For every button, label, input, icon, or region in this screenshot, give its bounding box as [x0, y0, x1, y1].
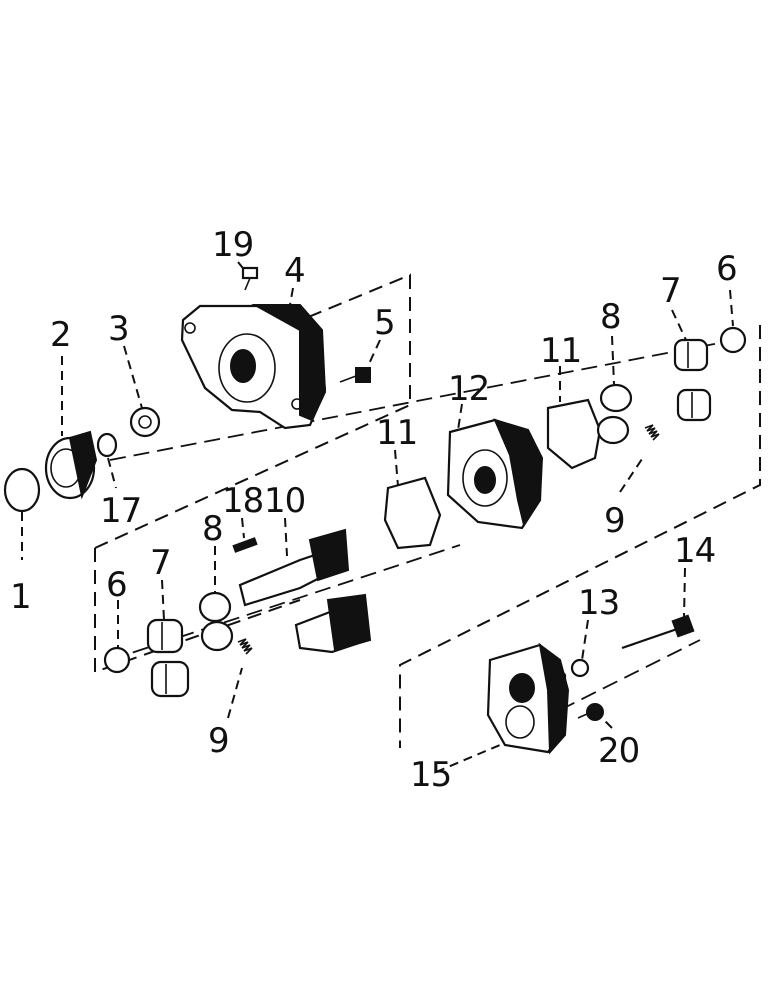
callout-17: 17 [100, 491, 141, 531]
callout-9-lower: 9 [208, 721, 229, 761]
bolt-part [339, 367, 371, 383]
leader-11-lower [394, 449, 399, 487]
main-axis-line [109, 339, 736, 461]
callout-5: 5 [374, 303, 395, 343]
callout-2: 2 [50, 315, 71, 355]
washer-part [96, 432, 118, 458]
callout-18: 18 [222, 481, 263, 521]
plug-part [577, 703, 604, 721]
drive-shaft-part [238, 528, 350, 607]
leader-14 [683, 567, 686, 619]
leader-5 [367, 339, 381, 367]
callout-14: 14 [674, 531, 715, 571]
leader-20 [599, 715, 613, 729]
leader-15 [435, 744, 501, 773]
leader-3 [123, 345, 143, 409]
leader-9-upper [619, 455, 645, 493]
end-cover-part [486, 642, 570, 755]
spring-upper-part [644, 424, 660, 441]
callout-8-upper: 8 [600, 297, 621, 337]
bearing-plate-upper-part [596, 383, 633, 445]
callout-12: 12 [448, 369, 489, 409]
leader-8-upper [611, 335, 615, 385]
callout-10: 10 [264, 481, 305, 521]
pump-housing-part [446, 418, 544, 530]
bearing-housing-part [44, 430, 98, 500]
callout-8-lower: 8 [202, 509, 223, 549]
leader-4 [289, 287, 294, 306]
callout-11-upper: 11 [540, 331, 581, 371]
lower-assembly-frame [94, 548, 301, 674]
screw-part [241, 266, 259, 291]
callout-6-lower: 6 [106, 565, 127, 605]
ring-upper-part [719, 326, 747, 354]
leader-17 [107, 457, 117, 489]
callout-3: 3 [108, 309, 129, 349]
nut-part [129, 406, 161, 438]
callout-6-upper: 6 [716, 249, 737, 289]
callout-19: 19 [212, 225, 253, 265]
leader-9-lower [227, 667, 243, 719]
leader-7-upper [671, 309, 687, 341]
leader-13 [581, 619, 589, 661]
callout-15: 15 [410, 755, 451, 795]
ring-lower-part [103, 646, 131, 674]
leader-10 [284, 517, 288, 557]
long-bolt-part [621, 614, 695, 650]
leader-7-lower [161, 579, 165, 621]
callout-13: 13 [578, 583, 619, 623]
leader-12 [457, 403, 463, 431]
gasket-upper-part [546, 398, 602, 470]
o-ring-part [3, 467, 41, 513]
spring-lower-part [237, 638, 253, 655]
callout-4: 4 [284, 251, 305, 291]
bolt-axis-line [559, 639, 701, 711]
right-assembly-frame [399, 325, 761, 748]
callout-20: 20 [598, 731, 639, 771]
callout-11-lower: 11 [376, 413, 417, 453]
callout-9-upper: 9 [604, 501, 625, 541]
callout-7-upper: 7 [660, 271, 681, 311]
upper-assembly-frame [94, 273, 411, 549]
key-part [232, 537, 258, 553]
leader-6-upper [729, 289, 734, 327]
callout-7-lower: 7 [150, 543, 171, 583]
gasket-lower-part [383, 476, 442, 550]
leader-18 [241, 517, 245, 539]
driven-gear-part [294, 593, 372, 654]
bushing-upper-part [673, 338, 712, 422]
washer-small-part [570, 658, 590, 678]
bushing-lower-part [146, 618, 190, 698]
leader-19 [237, 261, 247, 273]
callout-1: 1 [10, 577, 31, 617]
mounting-flange-part [180, 304, 327, 430]
